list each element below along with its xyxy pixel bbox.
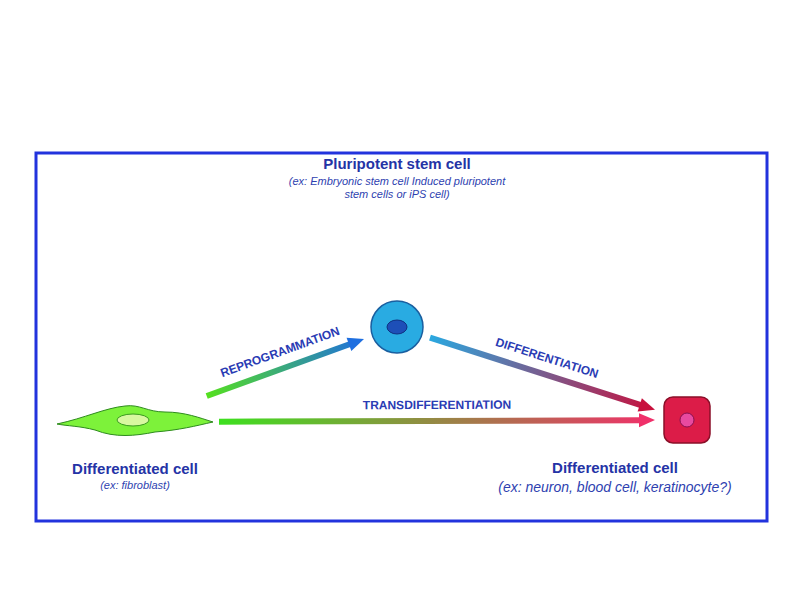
cell-title: Pluripotent stem cell: [277, 155, 517, 172]
cell-body: [371, 301, 423, 353]
cell-nucleus: [387, 320, 407, 334]
cell-shape: [369, 299, 425, 355]
cell-shape: [55, 400, 215, 444]
cell-example: (ex: neuron, blood cell, keratinocyte?): [460, 479, 770, 495]
fibroblast-body: [57, 406, 213, 436]
cell-body: [664, 397, 710, 443]
cell-title: Differentiated cell: [20, 460, 250, 477]
cell-example: (ex: Embryonic stem cell Induced pluripo…: [277, 175, 517, 201]
cell-nucleus: [117, 414, 149, 426]
cell-shape: [663, 396, 711, 444]
cell-example: (ex: fibroblast): [20, 479, 250, 492]
arrow-head: [638, 398, 655, 411]
cell-nucleus: [680, 413, 694, 427]
cell-title: Differentiated cell: [460, 459, 770, 476]
arrow-head: [347, 338, 364, 351]
process-arrow: [219, 420, 641, 422]
stem-cell-node: Pluripotent stem cell (ex: Embryonic stem…: [277, 155, 517, 355]
edge-label: TRANSDIFFERENTIATION: [361, 398, 513, 413]
arrow-head: [639, 413, 655, 427]
fibroblast-node: Differentiated cell (ex: fibroblast): [20, 398, 250, 498]
